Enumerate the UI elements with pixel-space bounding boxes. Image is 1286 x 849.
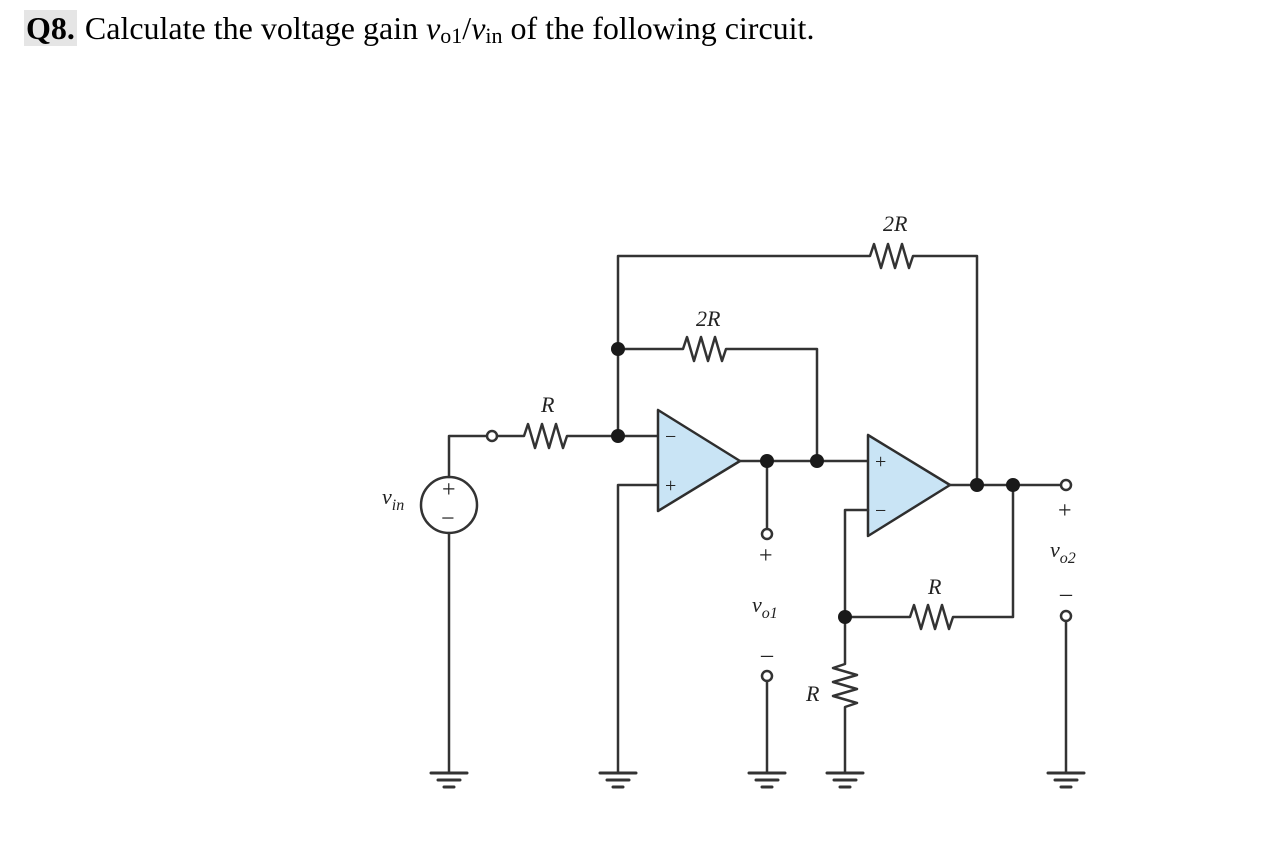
- vo2-minus-sign: –: [1059, 581, 1073, 607]
- junction-dot: [611, 342, 625, 356]
- ground-source: [429, 771, 469, 789]
- ground-resistor: [825, 771, 865, 789]
- gain-denominator: vin: [471, 10, 503, 48]
- vo2-plus-sign: +: [1058, 498, 1072, 524]
- vin-plus-sign: +: [442, 477, 456, 503]
- resistor-r-in: [495, 422, 620, 450]
- label-r-feedback-2: R: [927, 574, 942, 599]
- question-suffix: of the following circuit.: [510, 10, 815, 46]
- vo1-minus-terminal: [760, 669, 774, 683]
- vo1-plus-terminal: [760, 527, 774, 541]
- junction-dot: [611, 429, 625, 443]
- junction-dot: [1006, 478, 1020, 492]
- label-r-ground: R: [805, 681, 820, 706]
- label-r-in: R: [540, 392, 555, 417]
- vo1-minus-sign: –: [760, 642, 774, 668]
- junction-dot: [970, 478, 984, 492]
- label-2r-feedback-top: 2R: [883, 211, 908, 236]
- gain-numerator: vo1: [426, 10, 463, 48]
- opamp-2: [866, 433, 952, 538]
- vo1-plus-sign: +: [759, 543, 773, 569]
- label-vo2: vo2: [1050, 537, 1076, 567]
- junction-dot: [760, 454, 774, 468]
- vo2-minus-terminal: [1059, 609, 1073, 623]
- opamp1-plus-sign: +: [665, 475, 676, 497]
- resistor-2r-feedback-1: [616, 335, 819, 463]
- input-terminal: [485, 429, 499, 443]
- opamp2-plus-sign: +: [875, 451, 886, 473]
- gain-slash: /: [462, 10, 472, 46]
- question-text: Q8. Calculate the voltage gain vo1/vin o…: [24, 10, 814, 49]
- wire-noninv-input-1-ground: [616, 483, 660, 774]
- ground-opamp1: [598, 771, 638, 789]
- wire-top-feedback: [616, 242, 979, 487]
- resistor-r-feedback-2: [843, 483, 1015, 631]
- question-number: Q8.: [24, 10, 77, 46]
- junction-dot: [838, 610, 852, 624]
- ground-vo1: [747, 771, 787, 789]
- opamp2-minus-sign: −: [875, 500, 886, 522]
- wire-source-to-terminal: [447, 434, 489, 479]
- vin-minus-sign: −: [441, 506, 455, 532]
- resistor-r-ground: [831, 615, 859, 774]
- vo2-plus-terminal: [1059, 478, 1073, 492]
- junction-dot: [810, 454, 824, 468]
- label-vin: vin: [382, 484, 404, 514]
- label-vo1: vo1: [752, 592, 778, 622]
- opamp1-minus-sign: −: [665, 426, 676, 448]
- question-prefix: Calculate the voltage gain: [84, 10, 419, 46]
- label-2r-feedback-1: 2R: [696, 306, 721, 331]
- opamp-1: [656, 408, 742, 513]
- wire-inv-input-2: [843, 508, 870, 619]
- ground-vo2: [1046, 771, 1086, 789]
